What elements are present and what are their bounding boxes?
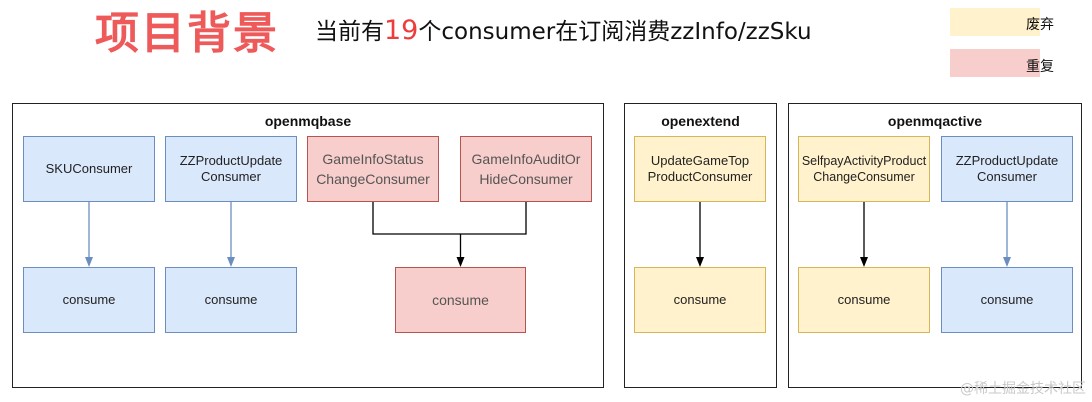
node-consume-deprecated: consume xyxy=(634,267,766,333)
node-label: SelfpayActivityProduct ChangeConsumer xyxy=(801,154,927,184)
page-title: 项目背景 xyxy=(95,8,279,59)
node-zzproduct-update-consumer: ZZProductUpdate Consumer xyxy=(165,136,297,202)
node-label: consume xyxy=(837,292,891,307)
node-label: consume xyxy=(62,292,116,307)
legend-label-duplicate: 重复 xyxy=(1026,59,1054,75)
node-label: consume xyxy=(204,292,258,307)
watermark: @稀土掘金技术社区 xyxy=(960,381,1086,397)
node-label: GameInfoAuditOr HideConsumer xyxy=(471,151,581,187)
node-selfpay-activity-product-change-consumer: SelfpayActivityProduct ChangeConsumer xyxy=(798,136,930,202)
node-gameinfo-status-change-consumer: GameInfoStatus ChangeConsumer xyxy=(307,136,439,202)
node-gameinfo-audit-or-hide-consumer: GameInfoAuditOr HideConsumer xyxy=(460,136,592,202)
node-consume-deprecated: consume xyxy=(798,267,930,333)
node-label: consume xyxy=(673,292,727,307)
node-label: consume xyxy=(432,292,489,308)
node-consume: consume xyxy=(23,267,155,333)
node-label: ZZProductUpdate Consumer xyxy=(179,153,283,184)
node-zzproduct-update-consumer: ZZProductUpdate Consumer xyxy=(941,136,1073,202)
node-update-gametop-product-consumer: UpdateGameTop ProductConsumer xyxy=(634,136,766,202)
node-sku-consumer: SKUConsumer xyxy=(23,136,155,202)
group-title: openmqbase xyxy=(264,113,352,129)
group-title: openmqactive xyxy=(887,113,983,129)
legend-label-deprecated: 废弃 xyxy=(1026,17,1054,33)
node-consume: consume xyxy=(941,267,1073,333)
legend-swatch-duplicate xyxy=(950,49,1040,77)
group-title: openextend xyxy=(661,113,740,129)
node-label: ZZProductUpdate Consumer xyxy=(955,153,1059,184)
node-label: SKUConsumer xyxy=(45,161,133,176)
subtitle-count: 19 xyxy=(384,15,419,46)
page-subtitle: 当前有19个consumer在订阅消费zzInfo/zzSku xyxy=(315,14,812,49)
subtitle-prefix: 当前有 xyxy=(315,19,384,45)
subtitle-suffix: 个consumer在订阅消费zzInfo/zzSku xyxy=(418,19,812,45)
node-label: GameInfoStatus ChangeConsumer xyxy=(316,151,430,187)
node-label: consume xyxy=(980,292,1034,307)
node-consume-duplicate: consume xyxy=(395,267,526,333)
legend-swatch-deprecated xyxy=(950,8,1040,36)
node-consume: consume xyxy=(165,267,297,333)
node-label: UpdateGameTop ProductConsumer xyxy=(647,153,753,184)
